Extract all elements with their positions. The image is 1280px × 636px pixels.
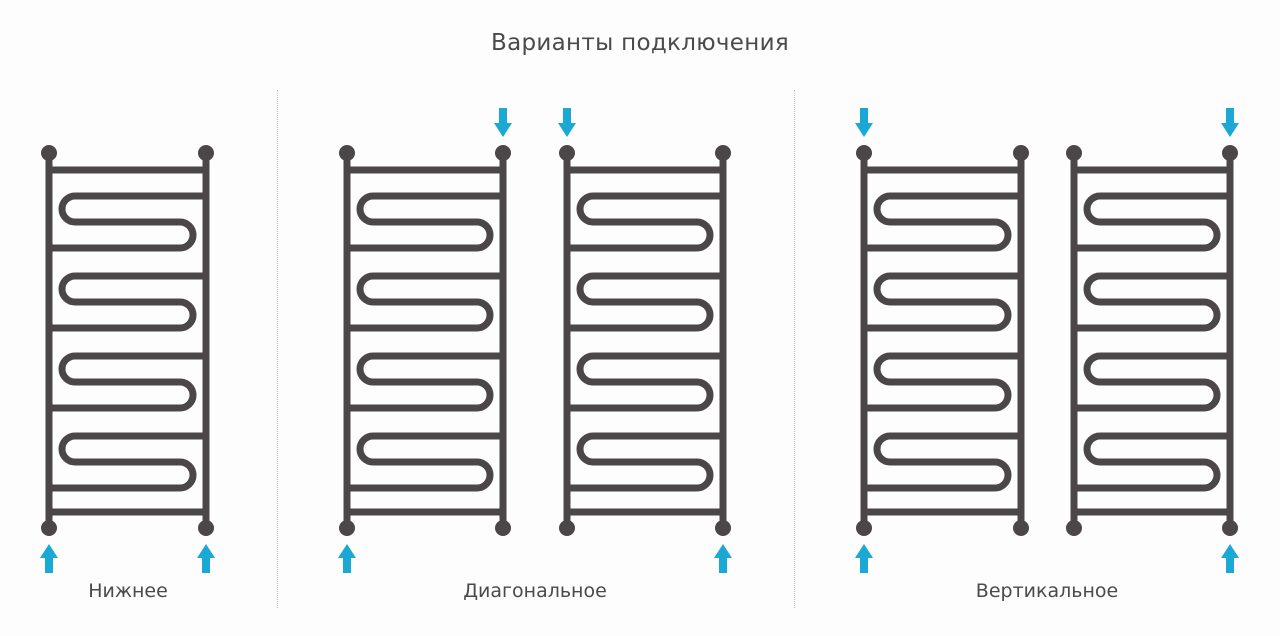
valve-cap-icon <box>339 520 355 536</box>
valve-cap-icon <box>198 520 214 536</box>
valve-cap-icon <box>856 145 872 161</box>
arrow-down-icon <box>1221 108 1239 137</box>
radiator-1 <box>40 145 215 573</box>
valve-cap-icon <box>1013 520 1029 536</box>
label-bottom-connection: Нижнее <box>88 580 168 602</box>
radiator-5 <box>1066 108 1239 573</box>
radiator-3 <box>558 108 732 573</box>
arrow-down-icon <box>855 108 873 137</box>
valve-cap-icon <box>856 520 872 536</box>
s-coil <box>347 192 503 252</box>
arrow-up-icon <box>197 544 215 573</box>
s-coil <box>864 272 1021 332</box>
arrow-down-icon <box>494 108 512 137</box>
arrow-down-icon <box>558 108 576 137</box>
s-coil <box>49 192 206 252</box>
valve-cap-icon <box>495 145 511 161</box>
valve-cap-icon <box>41 520 57 536</box>
valve-cap-icon <box>495 520 511 536</box>
section-divider <box>277 90 278 608</box>
arrow-up-icon <box>40 544 58 573</box>
section-divider <box>794 90 795 608</box>
s-coil <box>49 272 206 332</box>
s-coil <box>1074 352 1230 412</box>
s-coil <box>864 432 1021 492</box>
s-coil <box>567 432 723 492</box>
page-title: Варианты подключения <box>491 30 789 56</box>
valve-cap-icon <box>559 145 575 161</box>
s-coil <box>347 432 503 492</box>
label-vertical-connection: Вертикальное <box>975 580 1119 602</box>
s-coil <box>1074 432 1230 492</box>
valve-cap-icon <box>715 145 731 161</box>
valve-cap-icon <box>339 145 355 161</box>
valve-cap-icon <box>1066 520 1082 536</box>
s-coil <box>864 192 1021 252</box>
valve-cap-icon <box>1066 145 1082 161</box>
arrow-up-icon <box>338 544 356 573</box>
s-coil <box>1074 192 1230 252</box>
valve-cap-icon <box>559 520 575 536</box>
valve-cap-icon <box>1222 145 1238 161</box>
s-coil <box>49 352 206 412</box>
radiator-2 <box>338 108 512 573</box>
s-coil <box>1074 272 1230 332</box>
s-coil <box>864 352 1021 412</box>
s-coil <box>567 352 723 412</box>
s-coil <box>347 352 503 412</box>
s-coil <box>567 192 723 252</box>
s-coil <box>567 272 723 332</box>
arrow-up-icon <box>1221 544 1239 573</box>
s-coil <box>49 432 206 492</box>
arrow-up-icon <box>855 544 873 573</box>
valve-cap-icon <box>1222 520 1238 536</box>
valve-cap-icon <box>41 145 57 161</box>
label-diagonal-connection: Диагональное <box>463 580 607 602</box>
valve-cap-icon <box>198 145 214 161</box>
arrow-up-icon <box>714 544 732 573</box>
radiator-4 <box>855 108 1029 573</box>
valve-cap-icon <box>1013 145 1029 161</box>
s-coil <box>347 272 503 332</box>
valve-cap-icon <box>715 520 731 536</box>
